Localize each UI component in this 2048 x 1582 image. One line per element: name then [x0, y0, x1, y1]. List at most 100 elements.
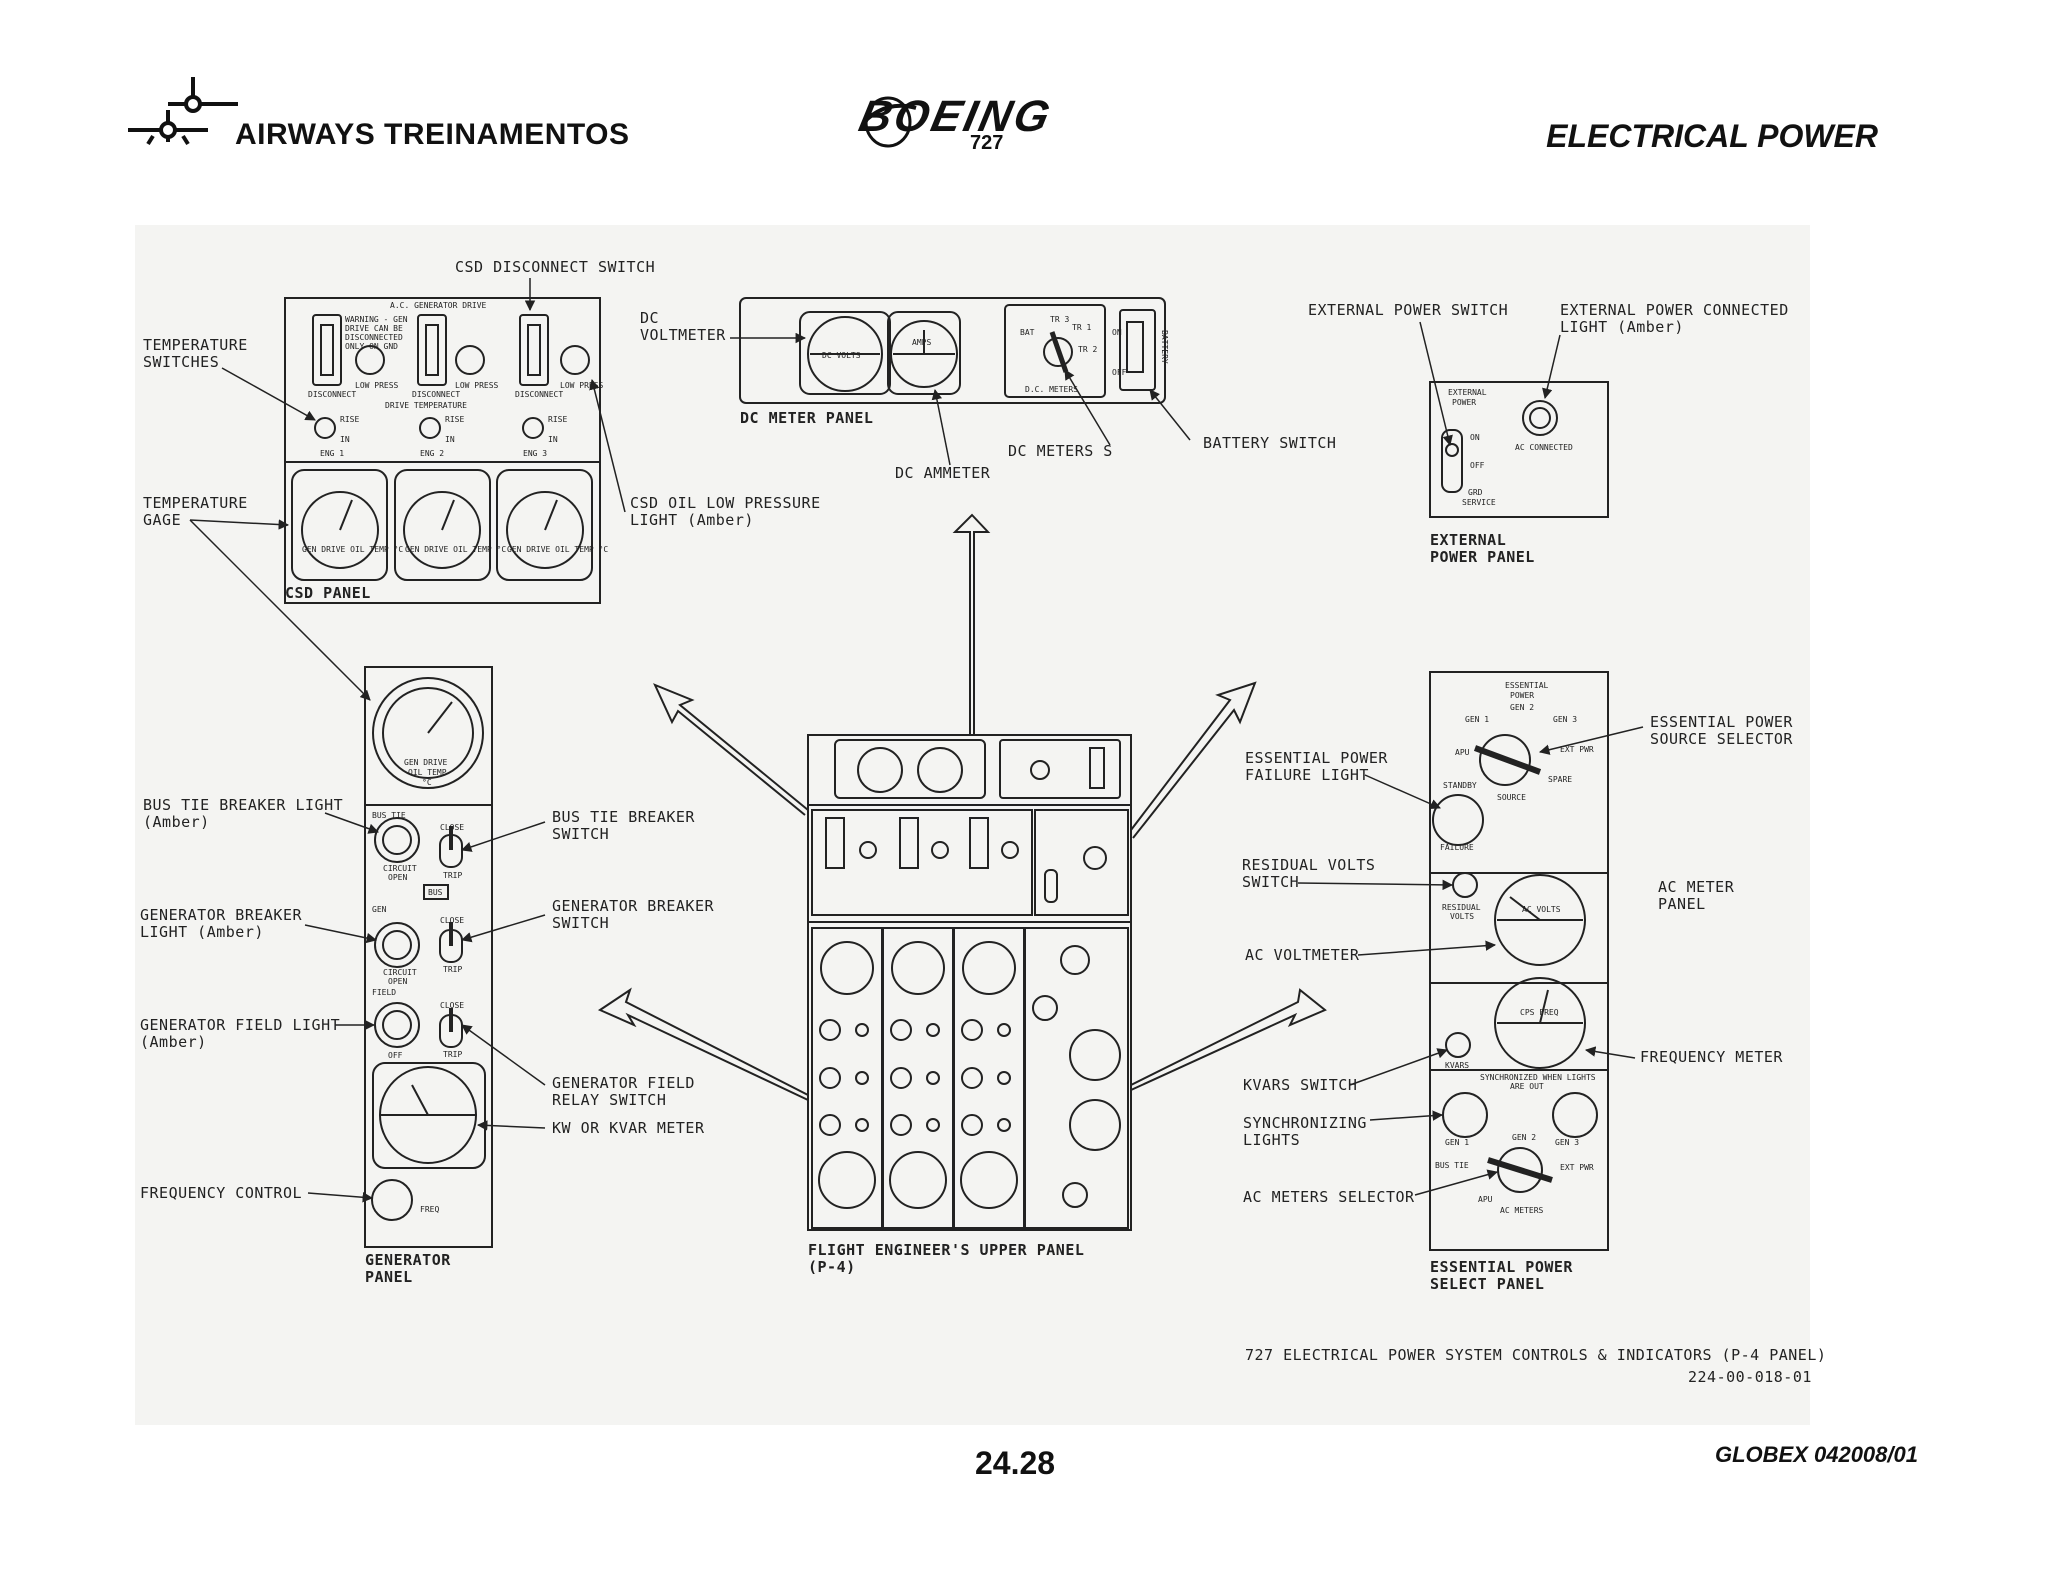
bus-tie-breaker-light — [374, 817, 420, 863]
amps-label: AMPS — [912, 338, 931, 347]
csd-in-label-2: IN — [445, 435, 455, 444]
external-power-panel-title-1: EXTERNAL — [1430, 531, 1506, 549]
dc-meters-selector[interactable] — [1043, 337, 1073, 367]
csd-disconnect-switch-2[interactable] — [417, 314, 447, 386]
callout-dc-meters-s: DC METERS S — [1008, 442, 1113, 460]
ess-meter-apu: APU — [1478, 1195, 1493, 1204]
gen-circuit-label-2: CIRCUIT — [383, 968, 417, 977]
callout-residual-volts-switch-2: SWITCH — [1242, 873, 1299, 891]
csd-disconnect-label-1: DISCONNECT — [308, 390, 356, 399]
callout-generator-field-relay-1: GENERATOR FIELD — [552, 1074, 695, 1092]
gen-trip-label-3: TRIP — [443, 1050, 462, 1059]
csd-low-press-light-1 — [355, 345, 385, 375]
csd-low-press-label-1: LOW PRESS — [355, 381, 399, 390]
gen-gen-label: GEN — [372, 905, 387, 914]
ac-voltmeter — [1494, 874, 1586, 966]
callout-dc-voltmeter-2: VOLTMETER — [640, 326, 726, 344]
csd-warning-line: ONLY ON GND — [345, 342, 398, 351]
battery-off-label: OFF — [1112, 368, 1127, 377]
battery-label: BATTERY — [1160, 330, 1169, 364]
ess-cps-freq-label: CPS FREQ — [1520, 1008, 1559, 1017]
ess-pos-apu: APU — [1455, 748, 1470, 757]
csd-oil-temp-gauge-3 — [506, 491, 584, 569]
csd-temp-switch-3[interactable] — [522, 417, 544, 439]
ess-meter-gen1: GEN 1 — [1445, 1138, 1469, 1147]
callout-csd-disconnect-switch: CSD DISCONNECT SWITCH — [455, 258, 655, 276]
csd-low-press-light-2 — [455, 345, 485, 375]
ess-sync-text-1: SYNCHRONIZED WHEN LIGHTS — [1480, 1073, 1596, 1082]
callout-kw-or-kvar-meter: KW OR KVAR METER — [552, 1119, 705, 1137]
callout-dc-ammeter: DC AMMETER — [895, 464, 991, 482]
battery-on-label: ON — [1112, 328, 1122, 337]
gen-close-label-1: CLOSE — [440, 823, 464, 832]
gen-field-label: FIELD — [372, 988, 396, 997]
battery-switch[interactable] — [1126, 321, 1144, 373]
essential-power-source-selector[interactable] — [1479, 734, 1531, 786]
gen-open-label-2: OPEN — [388, 977, 407, 986]
csd-oil-temp-gauge-1 — [301, 491, 379, 569]
csd-oil-temp-gauge-2 — [403, 491, 481, 569]
csd-temp-switch-2[interactable] — [419, 417, 441, 439]
ess-ac-volts-label: AC VOLTS — [1522, 905, 1561, 914]
external-power-switch[interactable] — [1441, 429, 1463, 493]
callout-ac-meter-panel-2: PANEL — [1658, 895, 1706, 913]
callout-temperature-switches-2: SWITCHES — [143, 353, 219, 371]
callout-kvars-switch: KVARS SWITCH — [1243, 1076, 1357, 1094]
dc-ammeter — [890, 320, 958, 388]
gen-gauge-label-3: °C — [422, 778, 432, 787]
callout-ext-power-connected-2: LIGHT (Amber) — [1560, 318, 1684, 336]
dc-meter-panel — [739, 297, 1166, 404]
ess-residual-label: RESIDUAL — [1442, 903, 1481, 912]
ess-pos-gen2: GEN 2 — [1510, 703, 1534, 712]
generator-breaker-light — [374, 922, 420, 968]
callout-battery-switch: BATTERY SWITCH — [1203, 434, 1336, 452]
callout-essential-power-failure-light-1: ESSENTIAL POWER — [1245, 749, 1388, 767]
callout-generator-breaker-light-2: LIGHT (Amber) — [140, 923, 264, 941]
callout-residual-volts-switch-1: RESIDUAL VOLTS — [1242, 856, 1375, 874]
ess-header-2: POWER — [1510, 691, 1534, 700]
generator-panel-title-2: PANEL — [365, 1268, 413, 1286]
callout-ac-meters-selector: AC METERS SELECTOR — [1243, 1188, 1415, 1206]
csd-warning-line: DRIVE CAN BE — [345, 324, 403, 333]
callout-synchronizing-lights-2: LIGHTS — [1243, 1131, 1300, 1149]
callout-ext-power-connected-1: EXTERNAL POWER CONNECTED — [1560, 301, 1789, 319]
residual-volts-switch[interactable] — [1452, 872, 1478, 898]
figure-id: 224-00-018-01 — [1688, 1368, 1812, 1386]
csd-low-press-light-3 — [560, 345, 590, 375]
csd-warning-line: WARNING - GEN — [345, 315, 408, 324]
csd-disconnect-switch-3[interactable] — [519, 314, 549, 386]
callout-synchronizing-lights-1: SYNCHRONIZING — [1243, 1114, 1367, 1132]
gen-freq-label: FREQ — [420, 1205, 439, 1214]
csd-disconnect-switch-1[interactable] — [312, 314, 342, 386]
callout-generator-field-relay-2: RELAY SWITCH — [552, 1091, 666, 1109]
ext-panel-label-1: EXTERNAL — [1448, 388, 1487, 397]
flight-engineer-upper-panel — [597, 513, 1327, 1231]
ess-pos-standby: STANDBY — [1443, 781, 1477, 790]
figure-caption: 727 ELECTRICAL POWER SYSTEM CONTROLS & I… — [1245, 1346, 1826, 1364]
frequency-control-knob[interactable] — [371, 1179, 413, 1221]
document-id: GLOBEX 042008/01 — [1714, 1442, 1918, 1467]
callout-generator-field-light-1: GENERATOR FIELD LIGHT — [140, 1016, 340, 1034]
ess-header-1: ESSENTIAL — [1505, 681, 1549, 690]
callout-bus-tie-breaker-switch-2: SWITCH — [552, 825, 609, 843]
csd-temp-switch-1[interactable] — [314, 417, 336, 439]
callout-ac-meter-panel-1: AC METER — [1658, 878, 1735, 896]
ess-pos-gen3: GEN 3 — [1553, 715, 1577, 724]
ext-panel-label-2: POWER — [1452, 398, 1476, 407]
page-number: 24.28 — [975, 1445, 1056, 1481]
gen-off-label: OFF — [388, 1051, 403, 1060]
ext-service-label: SERVICE — [1462, 498, 1496, 507]
gen-close-label-3: CLOSE — [440, 1001, 464, 1010]
csd-low-press-label-3: LOW PRESS — [560, 381, 604, 390]
csd-header-text: A.C. GENERATOR DRIVE — [390, 301, 487, 310]
gen-bus-tie-label: BUS TIE — [372, 811, 406, 820]
kvars-switch[interactable] — [1445, 1032, 1471, 1058]
ess-meter-bus-tie: BUS TIE — [1435, 1161, 1469, 1170]
aircraft-model: 727 — [970, 132, 1004, 154]
csd-disconnect-label-2: DISCONNECT — [412, 390, 460, 399]
external-power-connected-light — [1522, 400, 1558, 436]
ess-failure-label: FAILURE — [1440, 843, 1474, 852]
dc-knob-tr1: TR 1 — [1072, 323, 1091, 332]
ext-grd-label: GRD — [1468, 488, 1483, 497]
callout-essential-power-source-selector-2: SOURCE SELECTOR — [1650, 730, 1793, 748]
